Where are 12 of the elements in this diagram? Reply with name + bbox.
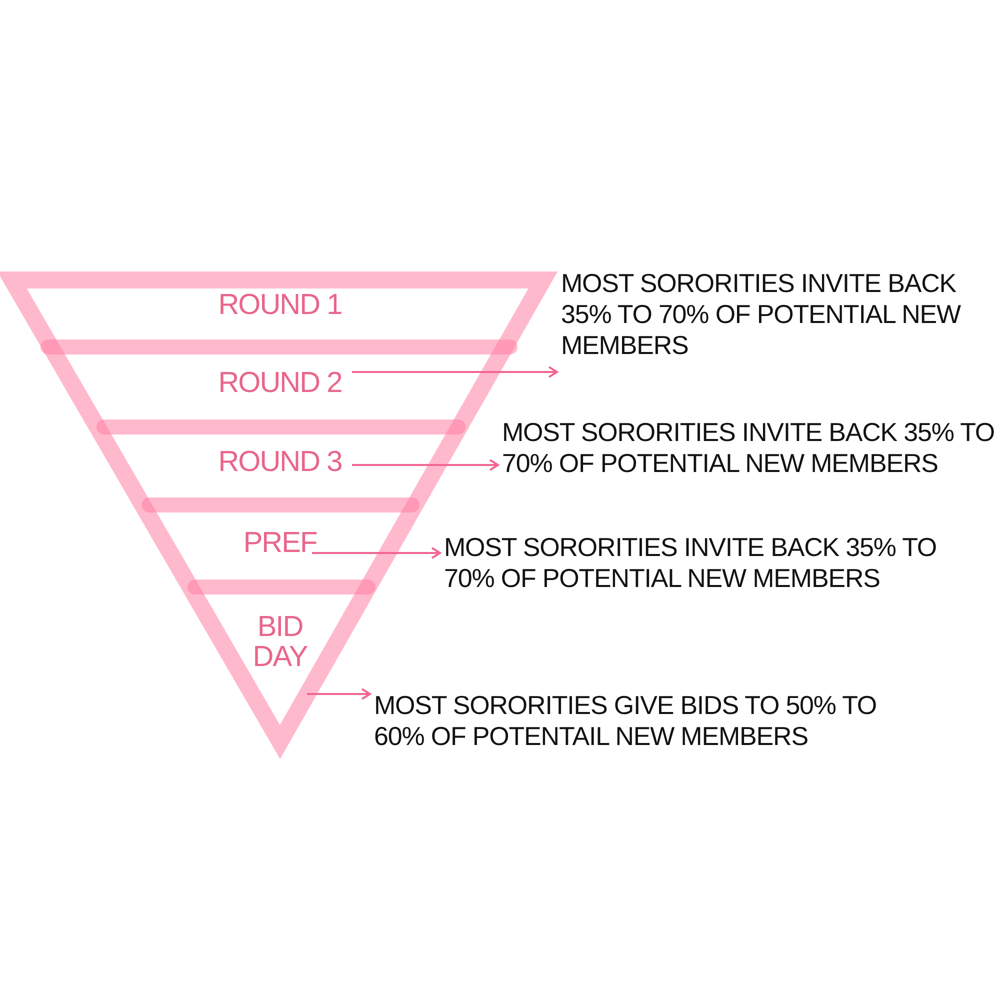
description-text: MOST SORORITIES GIVE BIDS TO 50% TO 60% OF POTENTAIL NEW MEMBERS: [373, 690, 878, 752]
stage-label: ROUND 3: [217, 447, 343, 478]
arrow: [312, 547, 441, 559]
arrow: [352, 366, 558, 378]
stage-label: ROUND 2: [217, 368, 343, 398]
description-text: MOST SORORITIES INVITE BACK 35% TO 70% OF POTENTIAL NEW MEMBERS: [560, 268, 962, 362]
description-text: MOST SORORITIES INVITE BACK 35% TO 70% OF POTENTIAL NEW MEMBERS: [443, 532, 938, 594]
stage-label: ROUND 1: [217, 290, 343, 320]
stage-label: BID DAY: [252, 612, 308, 673]
description-text: MOST SORORITIES INVITE BACK 35% TO 70% OF POTENTIAL NEW MEMBERS: [501, 417, 996, 480]
arrow: [352, 459, 499, 471]
stage-label: PREF: [242, 528, 318, 558]
